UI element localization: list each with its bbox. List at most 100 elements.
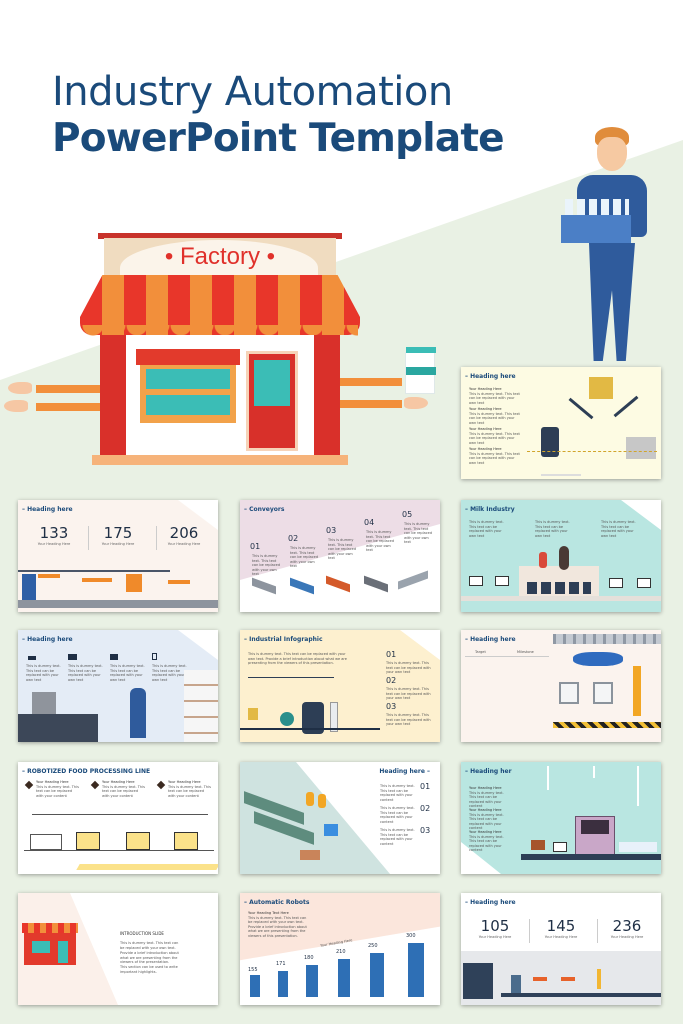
conveyor-line (240, 728, 380, 730)
cake-icon (76, 832, 100, 850)
factory-sign-text: • Factory • (164, 243, 276, 270)
conveyor-icon (326, 575, 350, 593)
stat-value: 175 (103, 524, 133, 542)
machine-icon (22, 574, 36, 602)
tank-icon (318, 794, 326, 808)
factory-signboard: • Factory • (104, 238, 336, 280)
cow-icon (553, 842, 567, 852)
target-label: Target (475, 650, 486, 654)
slide-heading: – Heading her (465, 768, 512, 775)
cake-icon (174, 832, 198, 850)
robot-arm-icon (126, 574, 142, 592)
left-pillar (100, 335, 126, 457)
cow-icon (531, 840, 545, 850)
conveyor-icon (290, 577, 314, 595)
robot-arm-right-lower (340, 400, 402, 408)
robot-arm-icon (561, 977, 575, 981)
scanner-machine (541, 427, 559, 457)
stat-value: 145 (546, 917, 576, 935)
computer-icon (68, 654, 77, 660)
slide-heading: – ROBOTIZED FOOD PROCESSING LINE (22, 768, 151, 775)
stat-value: 206 (169, 524, 199, 542)
slide-heading: – Conveyors (244, 506, 285, 513)
processing-line (24, 850, 214, 851)
robot-arm-icon (370, 953, 384, 997)
slide-thumbnail[interactable]: – Conveyors 01 02 03 04 05 This is dummy… (240, 500, 440, 612)
robot-arm-left-lower (36, 403, 100, 411)
robot-arm-left-upper (36, 385, 100, 393)
boxes-stack-icon (589, 377, 613, 399)
milestone-label: Milestone (517, 650, 534, 654)
robot-arm-icon (278, 971, 288, 997)
robot-arm-icon (168, 580, 190, 584)
step-marker-icon (156, 780, 166, 790)
hazard-conveyor (553, 722, 661, 728)
conveyor-belt (18, 600, 218, 608)
slide-thumbnail[interactable]: – Heading here Target Milestone (461, 630, 661, 742)
warehouse-shelf (184, 670, 218, 742)
slide-heading: – Heading here (22, 636, 73, 643)
handshake-icon (28, 656, 36, 660)
control-panel (463, 963, 493, 999)
factory-shop-illustration: • Factory • (0, 225, 460, 475)
stat-value: 236 (612, 917, 642, 935)
milk-carton-icon (405, 347, 436, 394)
robot-arm-icon (338, 959, 350, 997)
worker-icon (130, 688, 146, 738)
stat-value: 105 (480, 917, 510, 935)
title-line-1: Industry Automation (52, 69, 453, 115)
cow-icon (609, 578, 623, 588)
cow-icon (469, 576, 483, 586)
slide-thumbnail[interactable]: – Heading here This is dummy text. This … (18, 630, 218, 742)
machine-icon (302, 702, 324, 734)
slide-heading: – Heading here (465, 373, 516, 380)
overhead-truss (553, 634, 661, 644)
gear-icon (280, 712, 294, 726)
slide-heading: – Milk Industry (465, 506, 515, 513)
step-marker-icon (90, 780, 100, 790)
machine-icon (626, 437, 656, 459)
conveyor-belt (461, 596, 661, 601)
robot-arm-icon (250, 975, 260, 997)
cow-icon (637, 578, 651, 588)
right-pillar (314, 335, 340, 457)
conveyor-line (527, 451, 657, 452)
slide-heading: INTRODUCTION SLIDE (120, 931, 164, 936)
shop-door (246, 351, 298, 451)
slide-thumbnail[interactable]: – Milk Industry This is dummy text. This… (461, 500, 661, 612)
slide-thumbnail[interactable]: INTRODUCTION SLIDE This is dummy text. T… (18, 893, 218, 1005)
robot-arm-icon (408, 943, 424, 997)
page-title: Industry Automation PowerPoint Template (52, 69, 505, 161)
conveyor-belt (501, 993, 661, 997)
robot-arm-icon (306, 965, 318, 997)
conveyor-belt (521, 854, 661, 860)
worker-carrying-milk-crate-illustration (555, 125, 665, 370)
slide-heading: – Industrial Infographic (244, 636, 323, 643)
slide-thumbnail[interactable]: – ROBOTIZED FOOD PROCESSING LINE Your He… (18, 762, 218, 874)
slide-heading: Heading here – (379, 768, 430, 775)
robot-arm-icon (533, 977, 547, 981)
conveyor-icon (364, 575, 388, 593)
cake-icon (126, 832, 150, 850)
slide-thumbnail[interactable]: – Industrial Infographic This is dummy t… (240, 630, 440, 742)
stat-value: 133 (39, 524, 69, 542)
tank-icon (306, 792, 314, 806)
boxes-icon (248, 708, 258, 720)
robot-arm-icon (82, 578, 112, 582)
slide-heading: – Heading here (465, 899, 516, 906)
slide-thumbnail[interactable]: – Automatic Robots Your Heading Text Her… (240, 893, 440, 1005)
robot-arm-icon (613, 395, 639, 418)
car-body (573, 652, 623, 666)
title-line-2: PowerPoint Template (52, 116, 505, 161)
slide-heading: – Automatic Robots (244, 899, 310, 906)
slide-thumbnail[interactable]: Heading here – 01 02 03 This is dummy te… (240, 762, 440, 874)
briefcase-icon (110, 654, 118, 660)
bottling-machine (18, 714, 98, 742)
conveyor-icon (252, 577, 276, 595)
slide-heading: – Heading here (465, 636, 516, 643)
hand-icon (4, 400, 28, 412)
